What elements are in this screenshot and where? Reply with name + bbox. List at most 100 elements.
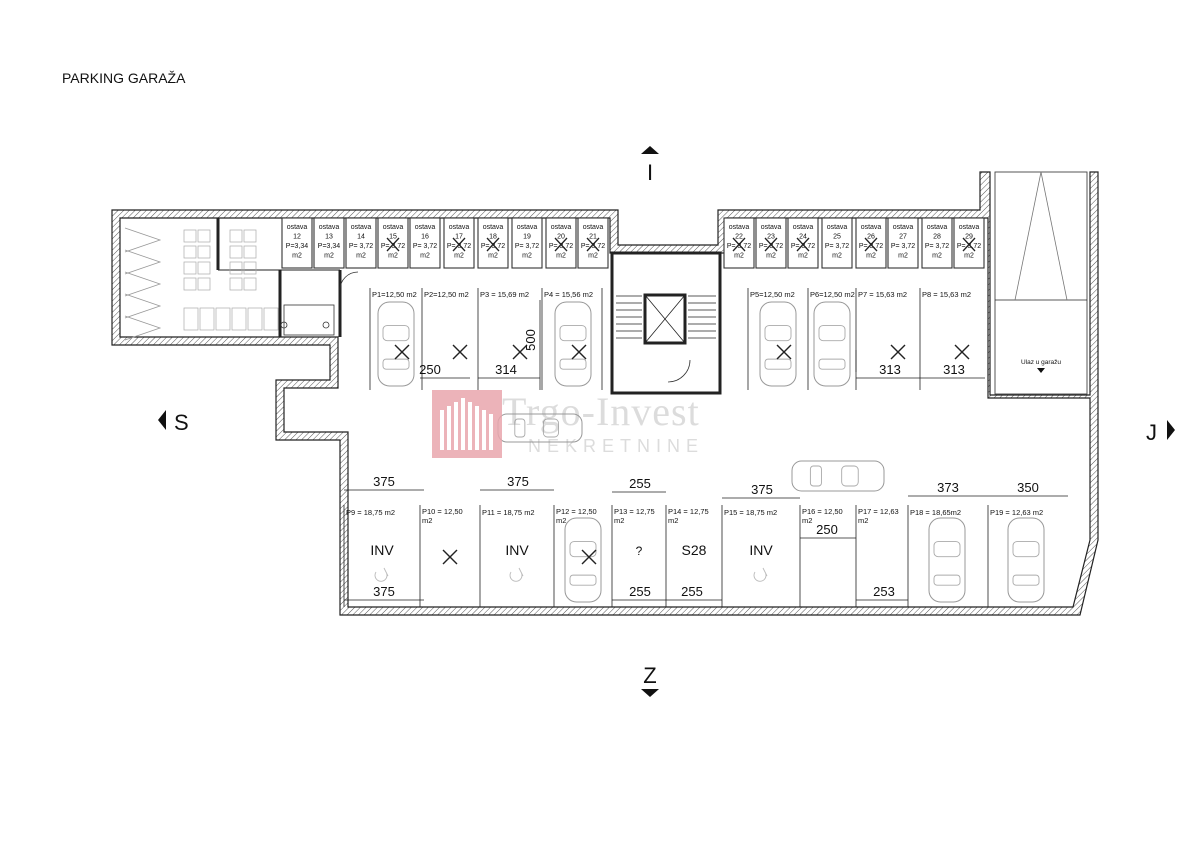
- car-icon-rear-window: [1012, 574, 1040, 586]
- dimension-label: 253: [873, 584, 895, 599]
- parking-label: P6=12,50 m2: [810, 290, 855, 299]
- storage-box: [755, 217, 787, 269]
- storage-box: [281, 217, 313, 269]
- parking-label: P5=12,50 m2: [750, 290, 795, 299]
- grid-cell: [231, 307, 247, 331]
- storage-label: 19: [523, 234, 531, 241]
- car-icon-rear-window: [818, 358, 846, 370]
- storage-label: 23: [767, 234, 775, 241]
- west-arrow-icon: [158, 410, 166, 430]
- grid-cell: [229, 277, 243, 291]
- parking-label: P18 = 18,65m2: [910, 508, 961, 517]
- dimension-label: 350: [1017, 480, 1039, 495]
- elevator-cross: [644, 294, 686, 344]
- car-icon-windshield: [818, 325, 846, 342]
- storage-label: m2: [420, 253, 430, 260]
- storage-label: ostava: [383, 224, 404, 231]
- parking-label: P17 = 12,63: [858, 507, 899, 516]
- dimension-label: 375: [373, 474, 395, 489]
- grid-cell: [229, 229, 243, 243]
- entrance-label: Ulaz u garažu: [1021, 359, 1061, 366]
- parking-label: P12 = 12,50: [556, 507, 597, 516]
- dimension-label: 255: [629, 584, 651, 599]
- storage-label: P= 3,72: [581, 243, 605, 250]
- storage-label: P= 3,72: [381, 243, 405, 250]
- car-icon-body: [759, 301, 797, 387]
- storage-box: [887, 217, 919, 269]
- storage-label: P= 3,72: [447, 243, 471, 250]
- storage-label: ostava: [583, 224, 604, 231]
- stair-mark: [124, 249, 162, 275]
- storage-label: 12: [293, 234, 301, 241]
- car-icon-body: [554, 301, 592, 387]
- storage-label: ostava: [551, 224, 572, 231]
- storage-label: m2: [898, 253, 908, 260]
- car-icon-windshield: [569, 541, 597, 558]
- car-icon-rear-window: [809, 465, 822, 487]
- storage-label: 18: [489, 234, 497, 241]
- storage-cross: [732, 237, 746, 252]
- car-icon-windshield: [933, 541, 961, 558]
- car-icon-rear-window: [382, 358, 410, 370]
- parking-space: P2=12,50 m2: [424, 290, 469, 299]
- storage-label: 20: [557, 234, 565, 241]
- storage-label: ostava: [351, 224, 372, 231]
- space-tag: INV: [505, 542, 529, 558]
- watermark: Trgo-Invest NEKRETNINE: [432, 389, 772, 460]
- storage-box: [409, 217, 441, 269]
- ramp-slope: [1014, 171, 1068, 301]
- storage-label: P= 3,72: [859, 243, 883, 250]
- storage-label: m2: [798, 253, 808, 260]
- parking-space: P6=12,50 m2: [810, 290, 855, 299]
- watermark-name: Trgo-Invest: [502, 389, 700, 434]
- car-icon-rear-window: [514, 418, 526, 438]
- storage-label: P= 3,72: [891, 243, 915, 250]
- storage-label: P=3,34: [286, 243, 308, 250]
- wheelchair-icon: [509, 567, 524, 582]
- car-icon-windshield: [542, 418, 559, 438]
- storage-label: m2: [488, 253, 498, 260]
- storage-box: [577, 217, 609, 269]
- parking-space: P3 = 15,69 m2: [480, 290, 529, 299]
- storage-box: [345, 217, 377, 269]
- car-icon-body: [564, 517, 602, 603]
- storage-label: ostava: [761, 224, 782, 231]
- storage-label: 21: [589, 234, 597, 241]
- storage-box: [511, 217, 543, 269]
- storage-label: ostava: [927, 224, 948, 231]
- storage-label: P= 3,72: [759, 243, 783, 250]
- parking-label: P11 = 18,75 m2: [482, 508, 535, 517]
- parking-space: P5=12,50 m2: [750, 290, 795, 299]
- storage-box: [787, 217, 819, 269]
- car-icon-windshield: [559, 325, 587, 342]
- storage-label: m2: [866, 253, 876, 260]
- storage-cross: [864, 237, 878, 252]
- door-swing: [339, 271, 359, 291]
- storage-label: P= 3,72: [825, 243, 849, 250]
- grid-cell: [197, 229, 211, 243]
- parking-label: P8 = 15,63 m2: [922, 290, 971, 299]
- car-icon-rear-window: [569, 574, 597, 586]
- cross-mark: [442, 549, 458, 565]
- parking-label: P2=12,50 m2: [424, 290, 469, 299]
- storage-cross: [796, 237, 810, 252]
- storage-box: [545, 217, 577, 269]
- entrance-ramp: [994, 171, 1088, 395]
- toilet-icon: [322, 321, 330, 329]
- car-icon-body: [1007, 517, 1045, 603]
- parking-space: P1=12,50 m2: [372, 290, 417, 299]
- storage-label: ostava: [793, 224, 814, 231]
- parking-space: P4 = 15,56 m2: [544, 290, 593, 299]
